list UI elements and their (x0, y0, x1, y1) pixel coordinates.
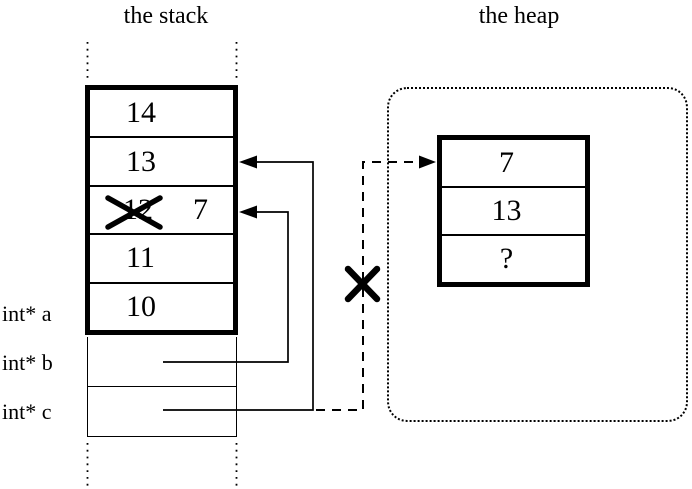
heap-cell: ? (442, 236, 585, 282)
stack-cell: 13 (90, 138, 233, 187)
stack-cell-new-value: 7 (193, 193, 208, 227)
stack-cell-value: 13 (126, 144, 156, 178)
stack-cell: 14 (90, 90, 233, 139)
pointer-label-a: int* a (2, 301, 52, 326)
pointer-label-c: int* c (2, 399, 52, 424)
heap-object-box: 7 13 ? (437, 135, 590, 287)
stack-frame-box: 14 13 12 7 11 10 (85, 85, 238, 335)
pointer-cell-b (88, 337, 236, 387)
heap-cell-value: ? (499, 242, 514, 275)
pointer-label-b: int* b (2, 350, 53, 375)
stack-cell-value: 10 (126, 289, 156, 323)
pointer-cell-c (88, 387, 236, 436)
heap-cell: 7 (442, 140, 585, 188)
stack-cell-old-value: 12 (123, 193, 153, 227)
stack-cell: 10 (90, 284, 233, 330)
stack-cell: 11 (90, 235, 233, 284)
heap-cell-value: 13 (491, 194, 522, 227)
stack-cell-value: 14 (126, 96, 156, 130)
heap-title: the heap (478, 3, 560, 29)
pointer-b-arrowhead-icon (239, 205, 257, 219)
stack-cell-overwritten: 12 7 (90, 187, 233, 236)
stack-title: the stack (123, 3, 209, 29)
heap-cell-value: 7 (499, 146, 514, 179)
heap-cell: 13 (442, 188, 585, 236)
pointer-variable-cells (87, 337, 237, 437)
stack-cell-value: 11 (126, 241, 155, 275)
invalid-pointer-x-icon (344, 265, 381, 303)
pointer-c-arrowhead-icon (239, 155, 257, 169)
